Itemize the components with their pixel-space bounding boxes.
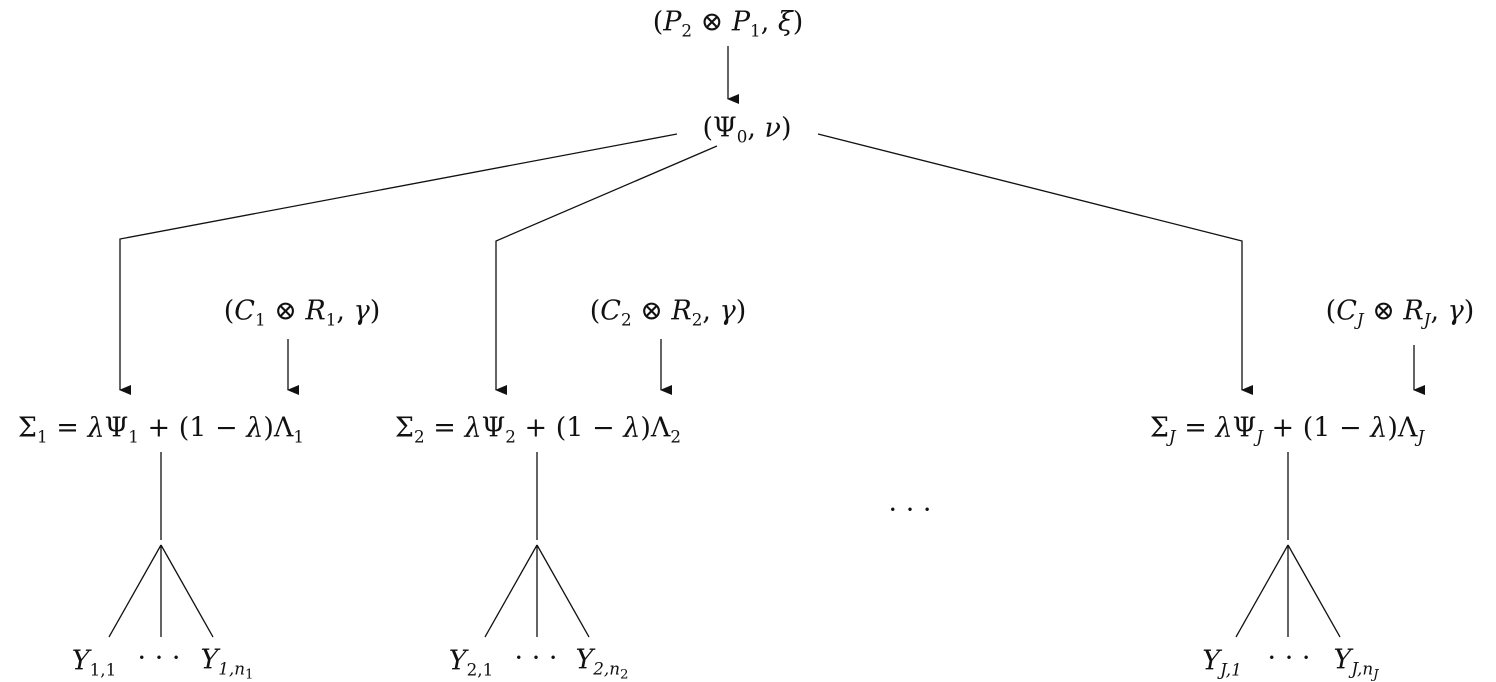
node-sigma-J: ΣJ = λΨJ + (1 − λ)ΛJ [1149,412,1425,447]
groups-ellipsis: · · · [888,494,932,526]
leaf-y-1-1: Y1,1 [71,645,117,680]
node-prior-1: (C1 ⊗ R1, γ) [223,295,381,330]
edge-sigma2-to-y21 [484,544,538,638]
leaf-dots-2: · · · [514,642,558,674]
edge-psi0-to-sigmaJ [817,133,1253,395]
leaf-y-1-n1: Y1,n1 [200,644,254,682]
node-sigma-1: Σ1 = λΨ1 + (1 − λ)Λ1 [17,412,305,447]
leaf-dots-J: · · · [1267,642,1311,674]
node-sigma-2: Σ2 = λΨ2 + (1 − λ)Λ2 [394,412,682,447]
edge-sigma1-to-y11 [108,544,162,638]
node-psi0: (Ψ0, ν) [702,112,792,147]
edge-sigma1-to-y1n [160,544,214,638]
edge-sigmaJ-to-yJ1 [1235,544,1289,638]
edge-psi0-to-sigma1 [119,133,678,395]
leaf-y-J-1: YJ,1 [1202,645,1242,680]
node-root: (P2 ⊗ P1, ξ) [652,6,804,41]
edge-sigmaJ-to-yJn [1287,544,1341,638]
leaf-y-J-nJ: YJ,nJ [1333,644,1379,682]
node-prior-J: (CJ ⊗ RJ, γ) [1325,295,1475,330]
edge-psi0-to-sigma2 [495,145,718,395]
leaf-dots-1: · · · [137,642,181,674]
edge-sigma2-to-y2n [536,544,590,638]
leaf-y-2-1: Y2,1 [448,645,494,680]
node-prior-2: (C2 ⊗ R2, γ) [589,295,747,330]
leaf-y-2-n2: Y2,n2 [575,644,629,682]
